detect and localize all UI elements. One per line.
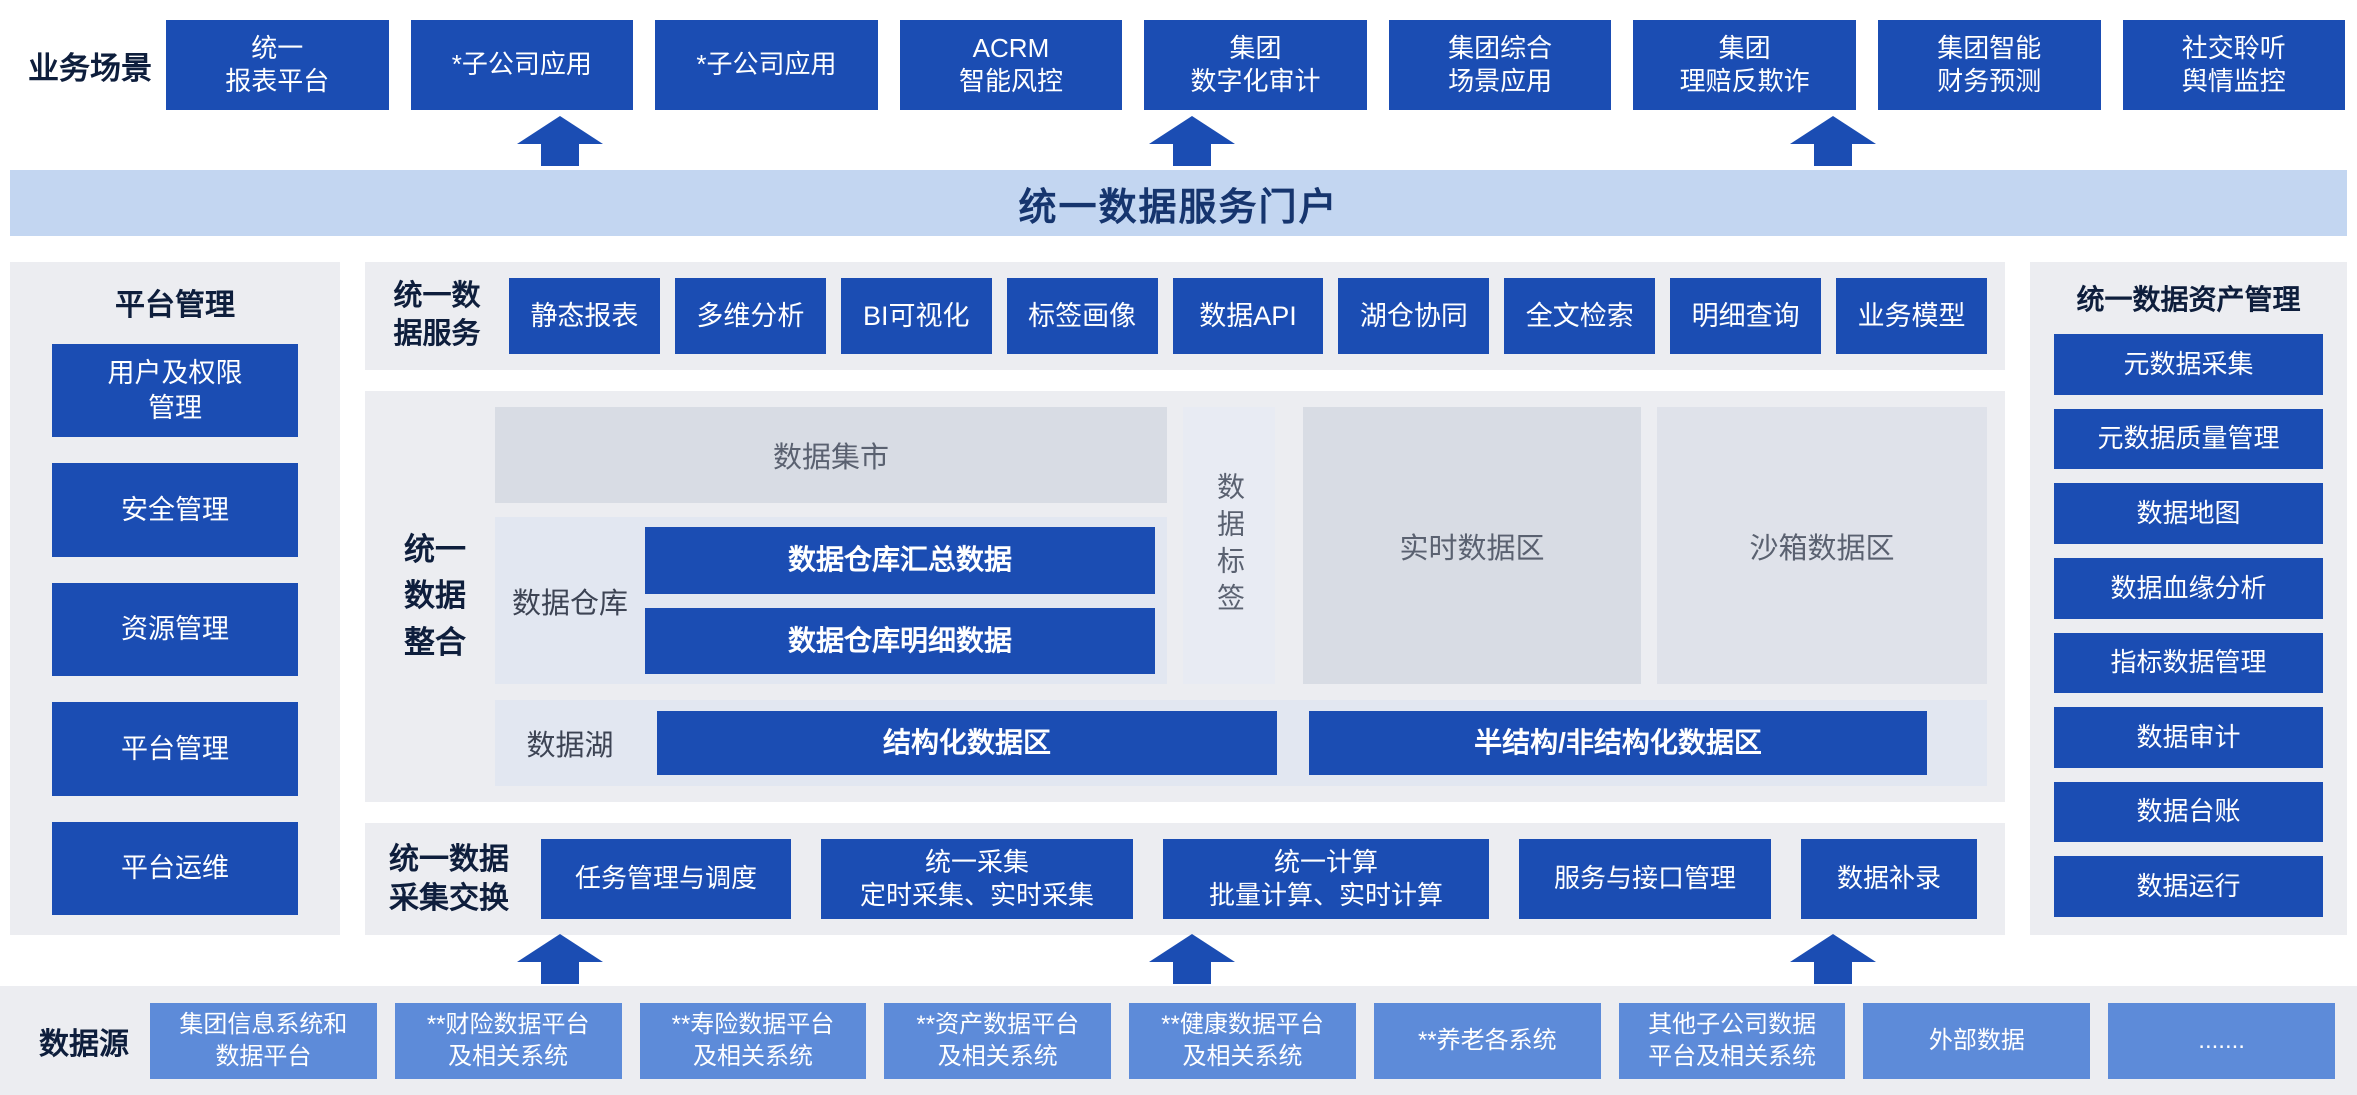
- data-source-box: **健康数据平台 及相关系统: [1129, 1002, 1356, 1079]
- business-scenario-box: ACRM 智能风控: [899, 20, 1123, 110]
- structured-data-zone-box: 结构化数据区: [657, 711, 1277, 775]
- data-service-box: 数据API: [1172, 278, 1324, 354]
- platform-management-item: 用户及权限 管理: [52, 344, 298, 438]
- unified-data-services-label: 统一数 据服务: [393, 280, 481, 350]
- center-column: 统一数 据服务 静态报表 多维分析 BI可视化 标签画像 数据API 湖仓协同 …: [365, 262, 2005, 935]
- data-service-box: 业务模型: [1836, 278, 1988, 354]
- data-source-box: **寿险数据平台 及相关系统: [639, 1002, 867, 1079]
- data-service-box: 全文检索: [1504, 278, 1656, 354]
- data-asset-item: 数据台账: [2054, 781, 2323, 843]
- data-asset-item: 数据运行: [2054, 856, 2323, 917]
- data-warehouse-label: 数据仓库: [511, 587, 628, 620]
- up-arrow-icon: [517, 934, 603, 984]
- business-scenario-box: 集团综合 场景应用: [1388, 20, 1612, 110]
- data-service-box: 明细查询: [1670, 278, 1822, 354]
- unified-data-services-section: 统一数 据服务 静态报表 多维分析 BI可视化 标签画像 数据API 湖仓协同 …: [365, 262, 2005, 370]
- platform-management-item: 平台运维: [52, 821, 298, 916]
- data-asset-item: 元数据质量管理: [2054, 408, 2323, 470]
- data-service-box: 标签画像: [1006, 278, 1158, 354]
- platform-management-panel: 平台管理 用户及权限 管理 安全管理 资源管理 平台管理 平台运维: [10, 262, 340, 935]
- realtime-data-zone-box: 实时数据区: [1303, 407, 1641, 684]
- business-scenarios-row: 业务场景 统一 报表平台 *子公司应用 *子公司应用 ACRM 智能风控 集团 …: [14, 20, 2346, 110]
- up-arrow-icon: [1790, 116, 1876, 166]
- up-arrow-icon: [1790, 934, 1876, 984]
- unstructured-data-zone-box: 半结构/非结构化数据区: [1309, 711, 1927, 775]
- collection-exchange-list: 任务管理与调度 统一采集 定时采集、实时采集 统一计算 批量计算、实时计算 服务…: [541, 839, 1987, 919]
- data-source-list: 集团信息系统和 数据平台 **财险数据平台 及相关系统 **寿险数据平台 及相关…: [150, 1002, 2336, 1079]
- warehouse-summary-data-box: 数据仓库汇总数据: [645, 527, 1155, 594]
- platform-management-item: 平台管理: [52, 702, 298, 796]
- data-asset-item: 数据审计: [2054, 707, 2323, 768]
- data-tags-box: 数据标签: [1183, 407, 1275, 684]
- data-service-box: 静态报表: [509, 278, 660, 354]
- data-services-list: 静态报表 多维分析 BI可视化 标签画像 数据API 湖仓协同 全文检索 明细查…: [509, 278, 1988, 354]
- platform-management-list: 用户及权限 管理 安全管理 资源管理 平台管理 平台运维: [52, 344, 298, 916]
- business-scenario-box: 集团 数字化审计: [1144, 20, 1367, 110]
- sandbox-data-zone-box: 沙箱数据区: [1657, 407, 1987, 684]
- integration-content: 数据集市 数据仓库 数据仓库汇总数据 数据仓库明细数据 数据标签 实时数据区 沙…: [495, 407, 1987, 786]
- data-source-box: 外部数据: [1863, 1002, 2091, 1079]
- data-service-box: 多维分析: [674, 278, 826, 354]
- data-source-box: 其他子公司数据 平台及相关系统: [1618, 1002, 1846, 1079]
- data-lake-group: 数据湖 结构化数据区 半结构/非结构化数据区: [495, 700, 1987, 786]
- warehouse-detail-data-box: 数据仓库明细数据: [645, 607, 1155, 674]
- business-scenario-box: 集团 理赔反欺诈: [1633, 20, 1856, 110]
- data-source-box: .......: [2108, 1002, 2336, 1079]
- business-scenario-box: 社交聆听 舆情监控: [2122, 20, 2346, 110]
- data-lake-label: 数据湖: [526, 730, 614, 762]
- data-source-box: 集团信息系统和 数据平台: [150, 1002, 377, 1079]
- up-arrow-icon: [1149, 116, 1235, 166]
- data-mart-box: 数据集市: [495, 407, 1167, 503]
- collection-exchange-box: 数据补录: [1801, 839, 1977, 919]
- platform-management-item: 安全管理: [52, 463, 298, 557]
- business-scenarios-label: 业务场景: [28, 50, 152, 86]
- unified-data-service-portal-banner: 统一数据服务门户: [10, 170, 2347, 236]
- data-source-box: **资产数据平台 及相关系统: [884, 1002, 1112, 1079]
- collection-exchange-box: 统一计算 批量计算、实时计算: [1163, 839, 1489, 919]
- collection-exchange-box: 统一采集 定时采集、实时采集: [821, 839, 1133, 919]
- collection-exchange-box: 服务与接口管理: [1519, 839, 1771, 919]
- data-source-box: **财险数据平台 及相关系统: [394, 1002, 622, 1079]
- data-sources-label: 数据源: [39, 1027, 129, 1061]
- data-service-box: 湖仓协同: [1338, 278, 1490, 354]
- data-source-box: **养老各系统: [1373, 1002, 1601, 1079]
- business-scenario-box: *子公司应用: [655, 20, 878, 110]
- data-asset-item: 指标数据管理: [2054, 632, 2323, 694]
- business-scenario-list: 统一 报表平台 *子公司应用 *子公司应用 ACRM 智能风控 集团 数字化审计…: [166, 20, 2346, 110]
- collection-exchange-box: 任务管理与调度: [541, 839, 791, 919]
- unified-data-integration-label: 统一 数据 整合: [404, 531, 466, 660]
- data-asset-item: 数据地图: [2054, 483, 2323, 544]
- unified-data-collection-section: 统一数据 采集交换 任务管理与调度 统一采集 定时采集、实时采集 统一计算 批量…: [365, 823, 2005, 935]
- platform-management-title: 平台管理: [115, 289, 235, 322]
- data-asset-list: 元数据采集 元数据质量管理 数据地图 数据血缘分析 指标数据管理 数据审计 数据…: [2054, 334, 2323, 917]
- data-asset-item: 元数据采集: [2054, 334, 2323, 395]
- data-service-box: BI可视化: [840, 278, 992, 354]
- business-scenario-box: 集团智能 财务预测: [1877, 20, 2101, 110]
- up-arrow-icon: [1149, 934, 1235, 984]
- data-asset-management-panel: 统一数据资产管理 元数据采集 元数据质量管理 数据地图 数据血缘分析 指标数据管…: [2030, 262, 2347, 935]
- up-arrow-icon: [517, 116, 603, 166]
- unified-data-collection-label: 统一数据 采集交换: [389, 843, 509, 915]
- platform-management-item: 资源管理: [52, 582, 298, 677]
- data-asset-item: 数据血缘分析: [2054, 557, 2323, 619]
- data-sources-band: 数据源 集团信息系统和 数据平台 **财险数据平台 及相关系统 **寿险数据平台…: [0, 986, 2357, 1095]
- data-asset-management-title: 统一数据资产管理: [2076, 284, 2301, 315]
- business-scenario-box: 统一 报表平台: [166, 20, 389, 110]
- data-warehouse-group: 数据仓库 数据仓库汇总数据 数据仓库明细数据: [495, 517, 1167, 684]
- business-scenario-box: *子公司应用: [410, 20, 634, 110]
- unified-data-integration-section: 统一 数据 整合 数据集市 数据仓库 数据仓库汇总数据 数据仓库明细数据 数: [365, 391, 2005, 802]
